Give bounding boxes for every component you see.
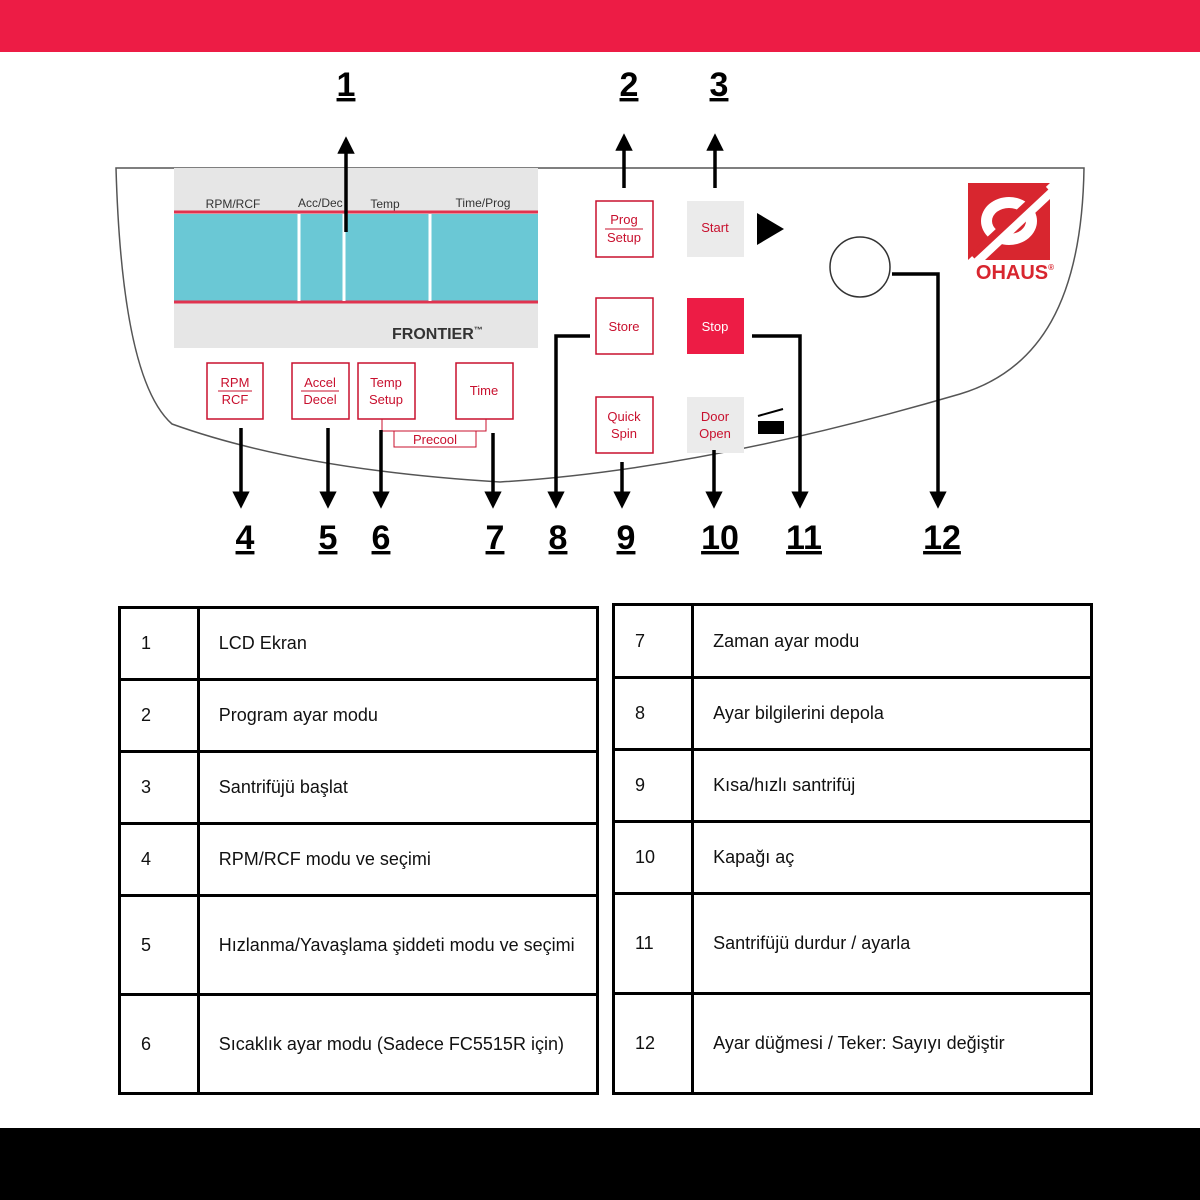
callout-4: 4 [236,519,255,557]
svg-text:Temp: Temp [370,375,402,390]
legend-description: Santrifüjü başlat [196,750,600,825]
legend-description: Hızlanma/Yavaşlama şiddeti modu ve seçim… [196,894,600,996]
legend-number: 9 [611,748,695,823]
legend-description: RPM/RCF modu ve seçimi [196,822,600,897]
legend-description: Ayar düğmesi / Teker: Sayıyı değiştir [691,992,1093,1095]
legend-number: 1 [118,606,200,681]
legend-description: Kısa/hızlı santrifüj [691,748,1093,823]
callout-7: 7 [486,519,505,557]
callout-11: 11 [786,519,822,557]
legend-number: 8 [611,676,695,751]
temp-setup-key[interactable]: Temp Setup [357,362,416,420]
svg-text:Prog: Prog [610,212,637,227]
callout-1: 1 [337,66,356,104]
lcd-screen: RPM/RCF Acc/Dec Temp Time/Prog FRONTIER™ [174,168,538,348]
frontier-brand: FRONTIER™ [392,325,483,343]
legend-number: 6 [118,993,200,1095]
callout-5: 5 [319,519,338,557]
legend-number: 2 [118,678,200,753]
svg-text:OHAUS®: OHAUS® [976,262,1054,284]
callout-3: 3 [710,66,729,104]
top-banner [0,0,1200,52]
svg-text:Time: Time [470,383,498,398]
precool-bracket: Precool [381,419,487,448]
svg-text:RCF: RCF [222,392,249,407]
legend-number: 12 [611,992,695,1095]
callout-2: 2 [620,66,639,104]
ohaus-logo: OHAUS® [968,183,1054,284]
prog-setup-key[interactable]: Prog Setup [595,200,654,258]
svg-text:Door: Door [701,409,730,424]
time-key[interactable]: Time [455,362,514,420]
svg-text:Spin: Spin [611,426,637,441]
legend-description: Zaman ayar modu [691,603,1093,679]
lcd-label-acc-dec: Acc/Dec [298,196,343,210]
callout-6: 6 [372,519,391,557]
callout-numbers: 1 2 3 4 5 6 7 8 9 10 11 12 [236,66,961,557]
rpm-rcf-key[interactable]: RPM RCF [206,362,264,420]
stop-key[interactable]: Stop [687,298,744,354]
legend-number: 11 [611,892,695,995]
legend-description: LCD Ekran [196,606,600,681]
callout-12: 12 [923,519,961,557]
legend-description: Program ayar modu [196,678,600,753]
legend-number: 3 [118,750,200,825]
callout-8: 8 [549,519,568,557]
svg-text:Accel: Accel [304,375,336,390]
lcd-label-rpm-rcf: RPM/RCF [206,197,261,211]
bottom-banner [0,1128,1200,1200]
control-panel-diagram: RPM/RCF Acc/Dec Temp Time/Prog FRONTIER™… [115,66,1085,557]
svg-text:Quick: Quick [607,409,641,424]
accel-decel-key[interactable]: Accel Decel [291,362,350,420]
callout-9: 9 [617,519,636,557]
lcd-label-temp: Temp [370,197,400,211]
legend-description: Kapağı aç [691,820,1093,895]
svg-text:Precool: Precool [413,432,457,447]
legend-description: Sıcaklık ayar modu (Sadece FC5515R için) [196,993,600,1095]
legend-number: 7 [611,603,695,679]
legend-description: Ayar bilgilerini depola [691,676,1093,751]
store-key[interactable]: Store [595,297,654,355]
svg-text:Store: Store [608,319,639,334]
legend-number: 5 [118,894,200,996]
legend-description: Santrifüjü durdur / ayarla [691,892,1093,995]
door-open-icon [757,408,784,434]
svg-text:Setup: Setup [607,230,641,245]
callout-10: 10 [701,519,739,557]
callout-arrows [232,133,947,509]
svg-text:Open: Open [699,426,731,441]
svg-text:RPM: RPM [221,375,250,390]
legend-number: 10 [611,820,695,895]
lcd-label-time-prog: Time/Prog [456,196,511,210]
start-key[interactable]: Start [687,201,744,257]
quick-spin-key[interactable]: Quick Spin [595,396,654,454]
svg-text:Start: Start [701,220,729,235]
adjustment-knob[interactable] [829,236,891,298]
legend-number: 4 [118,822,200,897]
svg-text:Decel: Decel [303,392,336,407]
svg-text:Stop: Stop [702,319,729,334]
door-open-key[interactable]: Door Open [687,397,744,453]
svg-text:Setup: Setup [369,392,403,407]
play-icon [757,213,784,245]
